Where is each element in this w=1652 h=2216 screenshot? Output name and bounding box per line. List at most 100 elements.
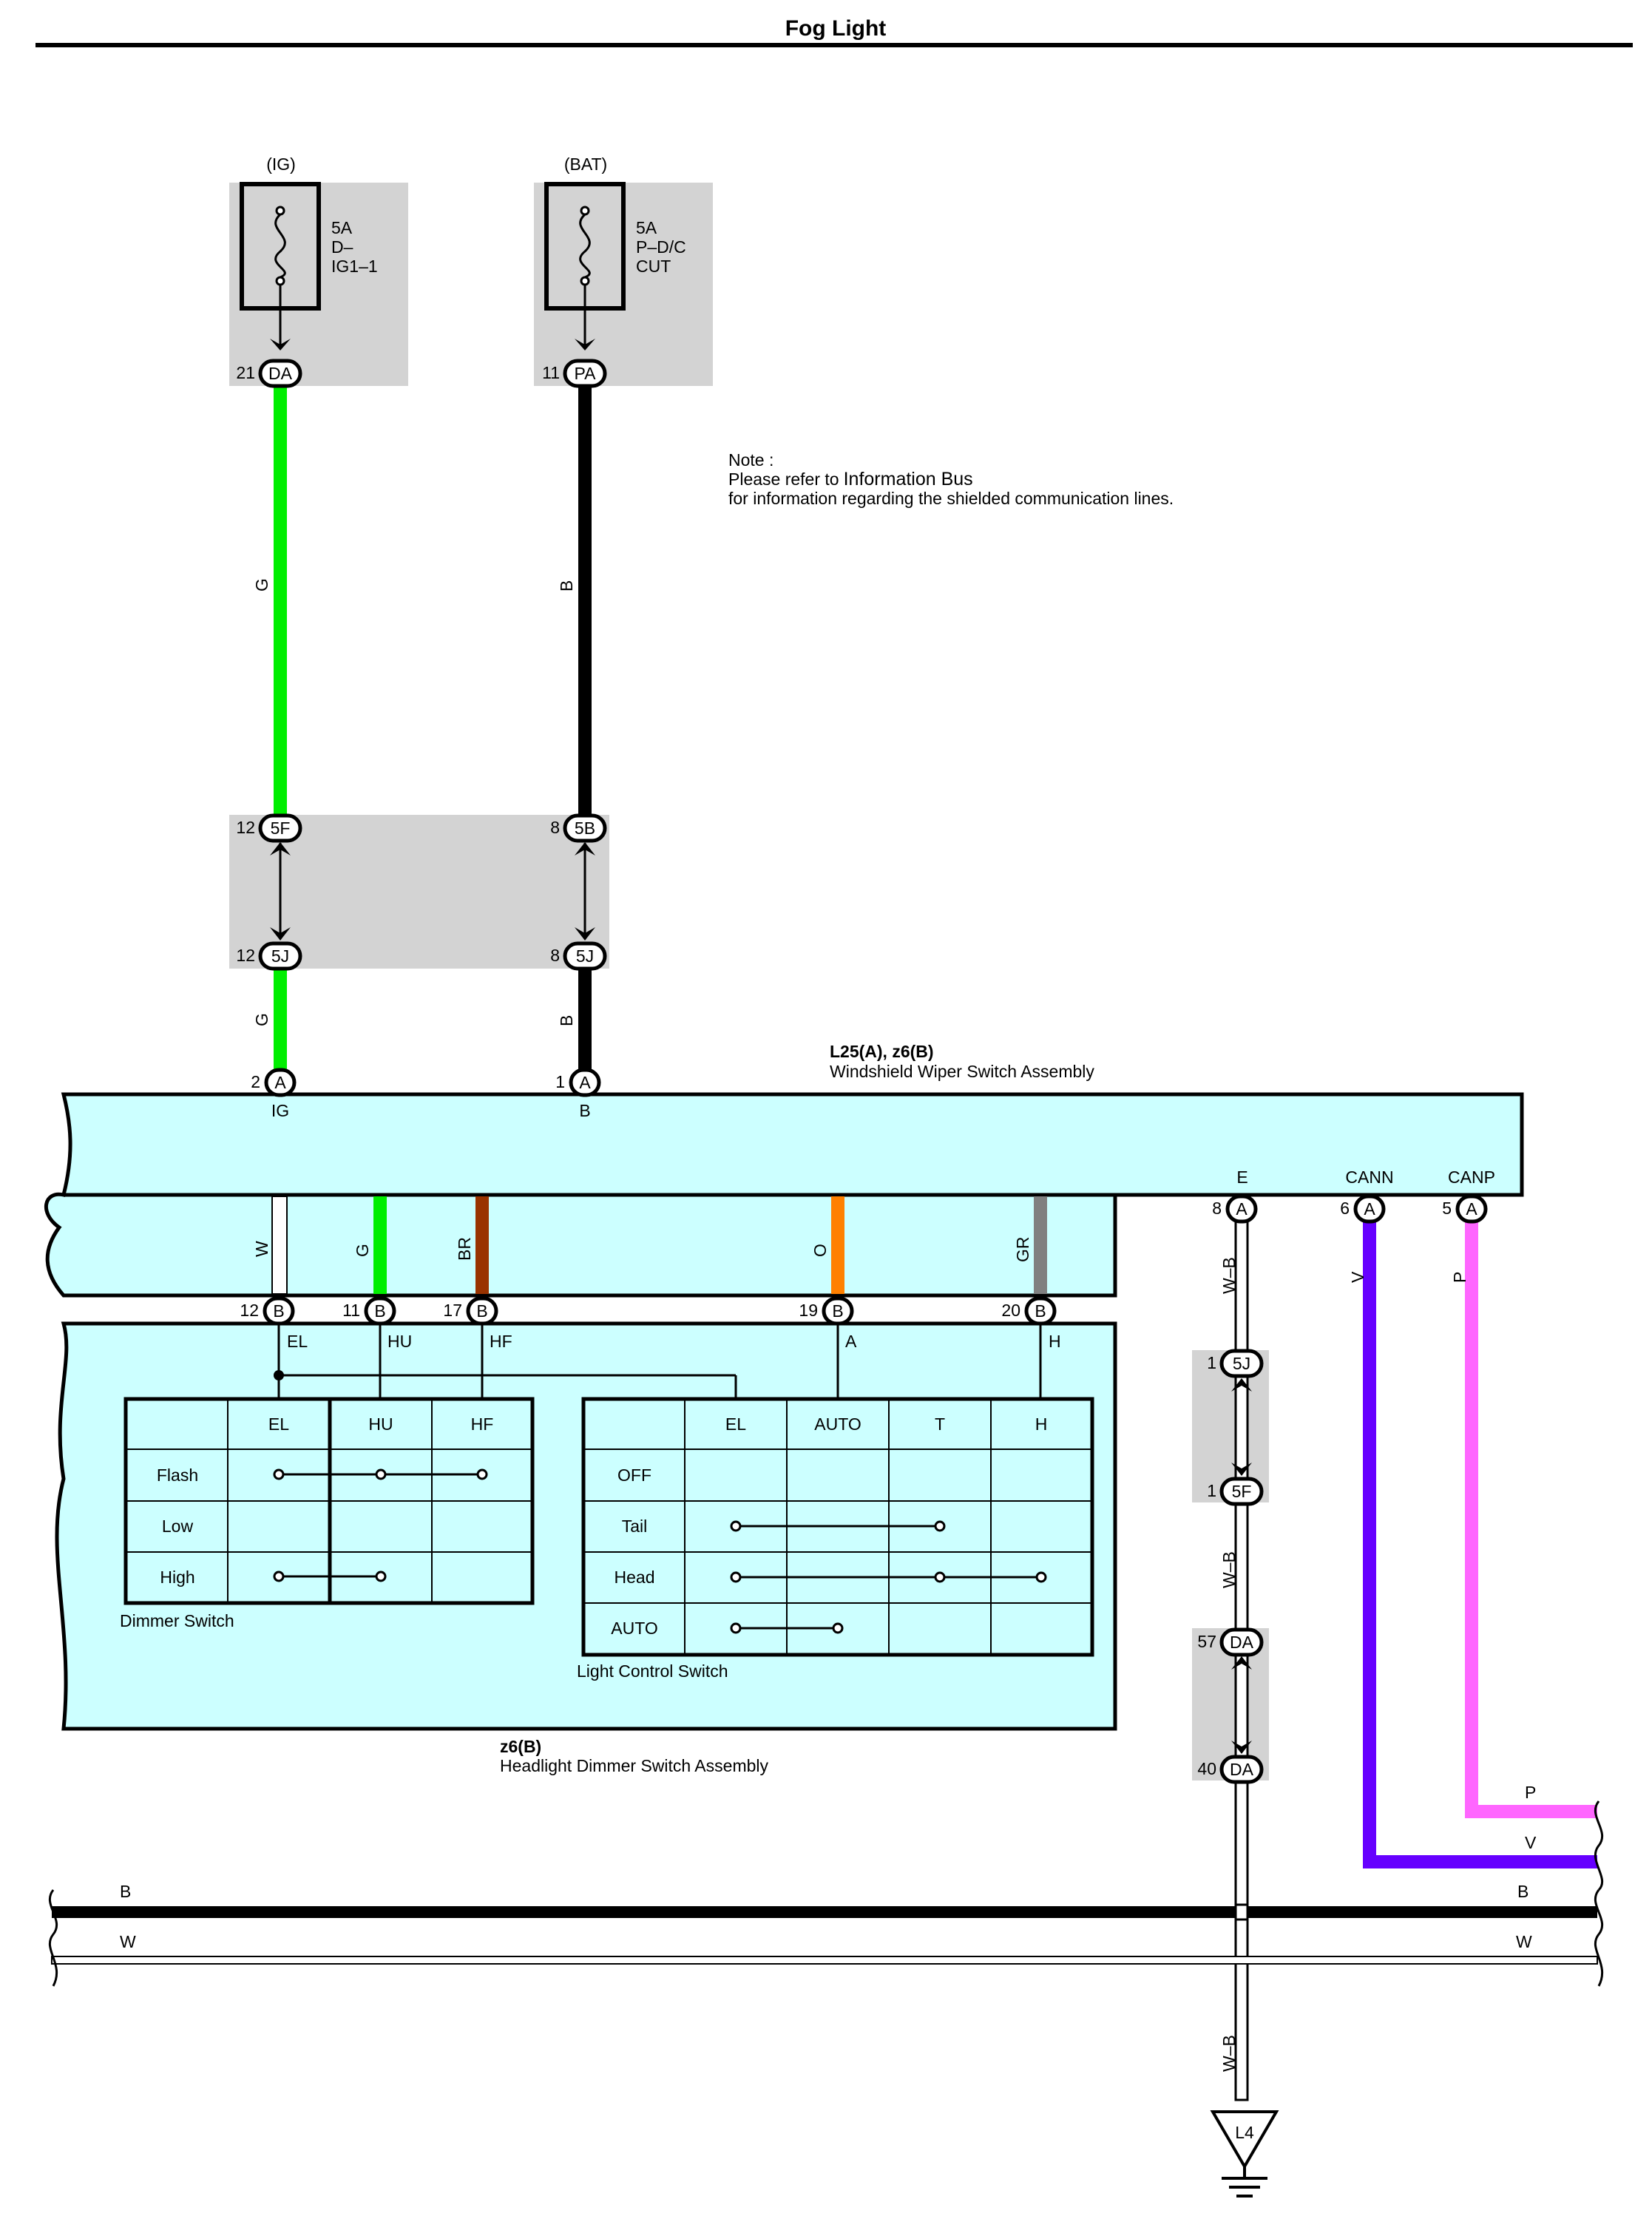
fuse-name2-ig: IG1–1 <box>331 257 378 276</box>
dimmer-term-hu: HU <box>387 1332 412 1351</box>
connector-b12[interactable]: 12 B <box>240 1296 295 1326</box>
bus-label-w-right: W <box>1516 1932 1532 1951</box>
arrowhead-icon <box>270 339 291 350</box>
connector-code: A <box>1466 1199 1477 1219</box>
fuse-element-icon <box>274 213 286 279</box>
connector-code: DA <box>1230 1760 1254 1779</box>
arrowhead-icon <box>1231 1656 1252 1670</box>
dimmer-row-flash: Flash <box>157 1466 198 1485</box>
fuse-bat: (BAT) 5A P–D/C CUT <box>534 155 713 386</box>
wiper-assembly-ref: L25(A), z6(B) <box>830 1042 934 1061</box>
arrowhead-icon <box>1231 1378 1252 1392</box>
wire-v <box>1363 1220 1597 1868</box>
lcs-col-t: T <box>935 1414 945 1434</box>
connector-code: B <box>476 1301 487 1321</box>
dimmer-term-hf: HF <box>490 1332 512 1351</box>
bus-wire-b <box>52 1906 1597 1918</box>
wire-label-g-top: G <box>252 578 271 592</box>
note-block: Note : Please refer to Information Bus fo… <box>728 450 1174 508</box>
connector-code: 5J <box>576 946 594 966</box>
lcs-row-off: OFF <box>617 1466 651 1485</box>
pin-number: 8 <box>1212 1199 1222 1218</box>
connector-code: PA <box>575 364 597 383</box>
pin-number: 6 <box>1340 1199 1350 1218</box>
break-marks <box>48 1800 1604 1987</box>
wire-label-wb1: W–B <box>1219 1257 1239 1294</box>
pin-number: 17 <box>443 1301 462 1320</box>
title-rule <box>35 43 1633 47</box>
fuse-name1-ig: D– <box>331 237 353 257</box>
dimmer-term-h: H <box>1049 1332 1061 1351</box>
wire-p <box>1465 1220 1597 1818</box>
connector-da40[interactable]: 40 DA <box>1197 1755 1264 1784</box>
pin-number: 40 <box>1197 1759 1216 1778</box>
supply-label-bat: (BAT) <box>564 155 607 174</box>
dimmer-col-el: EL <box>268 1414 289 1434</box>
pin-number: 12 <box>240 1301 259 1320</box>
dimmer-col-hf: HF <box>471 1414 494 1434</box>
pin-number: 8 <box>550 946 560 965</box>
wiper-assembly-name: Windshield Wiper Switch Assembly <box>830 1062 1094 1081</box>
wire-b-upper <box>578 382 592 816</box>
bus-label-b-left: B <box>120 1882 131 1901</box>
bus-label-p: P <box>1525 1783 1536 1802</box>
note-line2a: Please refer to <box>728 470 839 489</box>
bus-label-b-right: B <box>1517 1882 1529 1901</box>
connector-5f-1[interactable]: 1 5F <box>1207 1477 1264 1506</box>
note-line2: Please refer to Information Bus <box>728 469 973 489</box>
light-control-switch-caption: Light Control Switch <box>577 1661 728 1681</box>
note-line3: for information regarding the shielded c… <box>728 489 1174 508</box>
note-line1: Note : <box>728 450 773 470</box>
wire-gr <box>1034 1196 1047 1294</box>
lcs-col-auto: AUTO <box>814 1414 861 1434</box>
terminal-canp: CANP <box>1448 1168 1495 1187</box>
connector-code: B <box>1035 1301 1046 1321</box>
wire-label-g-low: G <box>252 1013 271 1026</box>
dimmer-row-high: High <box>160 1568 194 1587</box>
splice-point <box>274 1370 284 1380</box>
information-bus-link[interactable]: Information Bus <box>844 469 973 489</box>
terminal-b: B <box>579 1101 590 1120</box>
wire-label-v: V <box>1348 1271 1367 1283</box>
wire-label-g: G <box>353 1244 372 1257</box>
terminal-ig: IG <box>271 1101 289 1120</box>
pin-number: 57 <box>1197 1632 1216 1651</box>
dimmer-switch-caption: Dimmer Switch <box>120 1611 234 1630</box>
lcs-col-h: H <box>1035 1414 1048 1434</box>
connector-code: B <box>832 1301 843 1321</box>
arrowhead-icon <box>1231 1741 1252 1754</box>
lcs-row-auto: AUTO <box>611 1619 657 1638</box>
light-control-switch-table: EL AUTO T H OFF Tail Head AUTO <box>581 1397 1094 1657</box>
connector-b19[interactable]: 19 B <box>799 1296 854 1326</box>
wire-g <box>373 1196 387 1294</box>
wire-label-gr: GR <box>1013 1237 1032 1263</box>
connector-code: 5F <box>1232 1482 1252 1501</box>
connector-code: B <box>273 1301 284 1321</box>
connector-5j-8[interactable]: 8 5J <box>550 941 607 971</box>
pin-number: 1 <box>555 1072 565 1091</box>
pin-number: 1 <box>1207 1481 1216 1500</box>
wire-label-wb3: W–B <box>1219 2035 1239 2072</box>
connector-code: 5B <box>575 819 595 838</box>
pin-number: 19 <box>799 1301 818 1320</box>
diagram-title: Fog Light <box>785 16 887 41</box>
connector-code: A <box>1364 1199 1375 1219</box>
wire-label-o: O <box>810 1244 830 1257</box>
dimmer-switch-table: EL HU HF Flash Low High <box>123 1397 535 1605</box>
headlight-assembly-name: Headlight Dimmer Switch Assembly <box>500 1756 769 1775</box>
connector-b17[interactable]: 17 B <box>443 1296 498 1326</box>
